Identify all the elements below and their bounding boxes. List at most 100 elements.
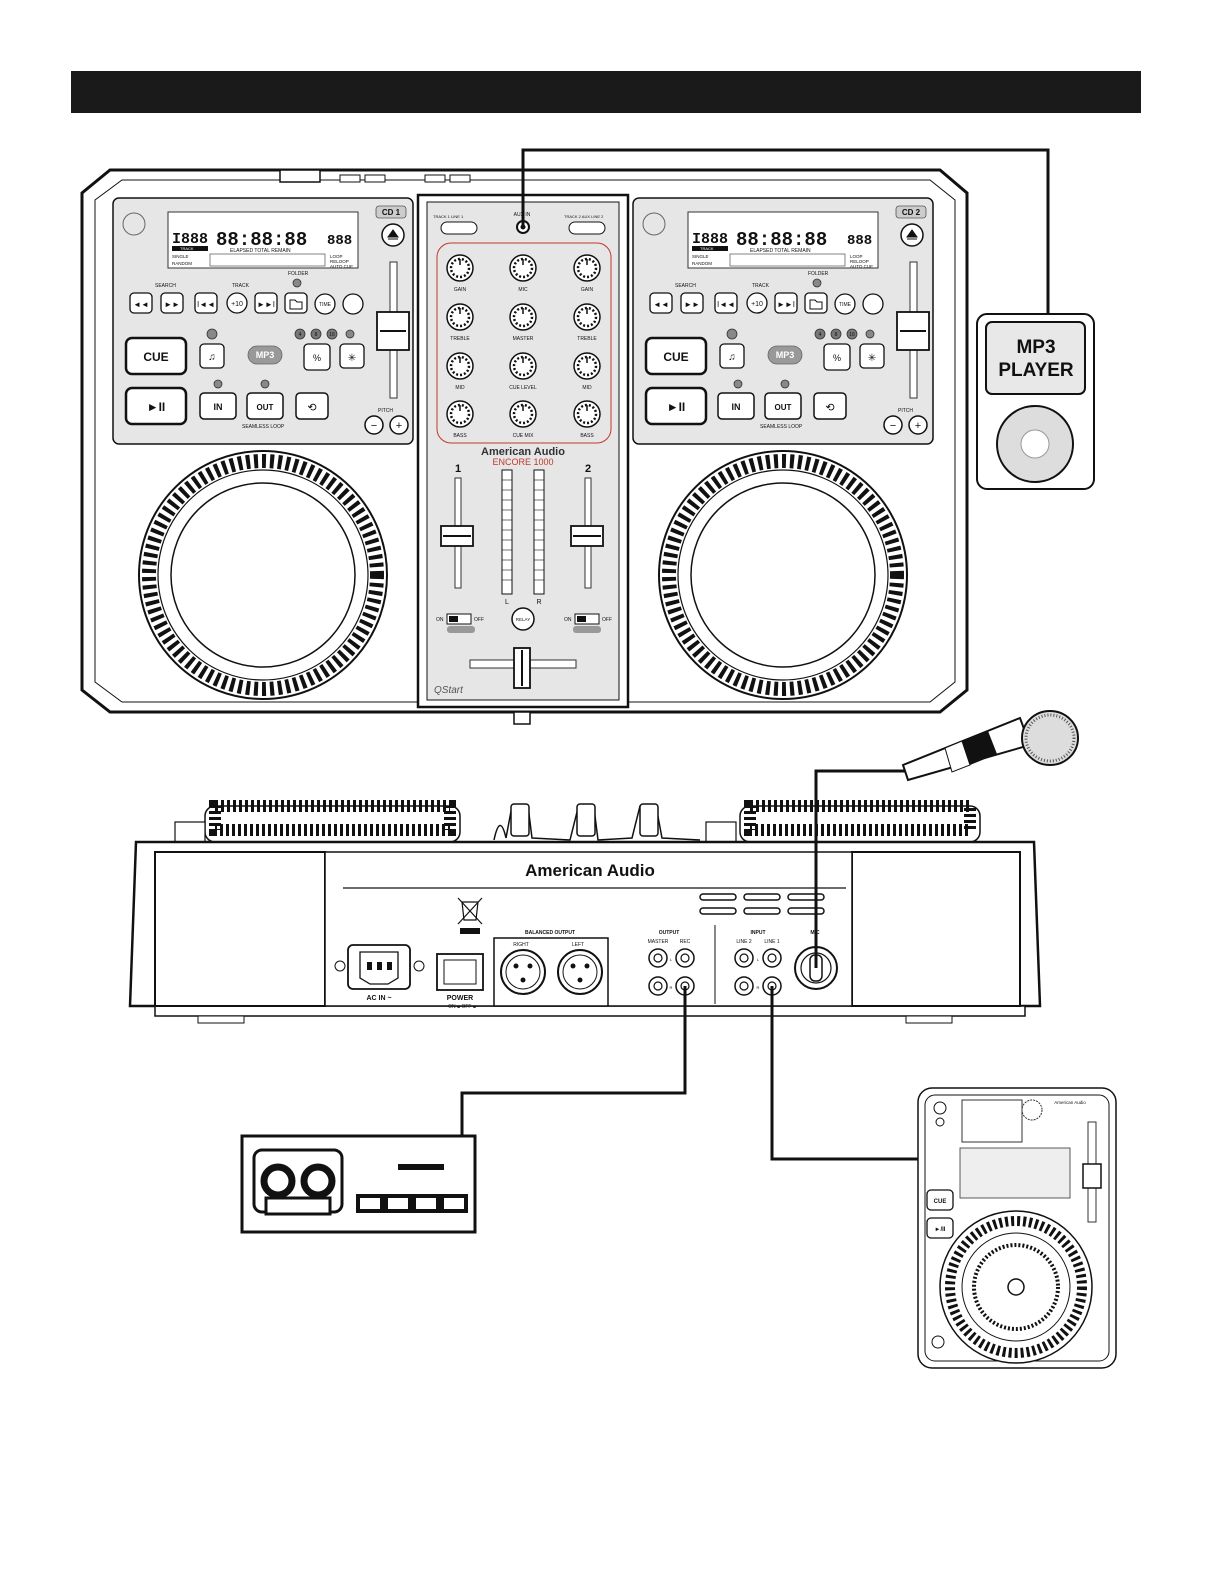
scratch-button[interactable]	[719, 343, 745, 369]
play-pause-button[interactable]	[644, 386, 708, 426]
single-continuous-button[interactable]	[342, 293, 364, 315]
time-button[interactable]	[834, 293, 856, 315]
input-left-switch[interactable]	[440, 221, 478, 235]
loop-out-button[interactable]	[246, 392, 284, 420]
mp3-badge	[767, 345, 803, 365]
plus10-button[interactable]	[746, 292, 768, 314]
mixer-knob-grip	[512, 355, 534, 377]
top-connector	[339, 174, 361, 183]
folder-button[interactable]	[284, 292, 308, 314]
recorder-button[interactable]	[356, 1194, 384, 1213]
cd-player-cue-button[interactable]	[926, 1189, 954, 1211]
master-label: MASTER	[648, 939, 669, 945]
track-next-button[interactable]	[254, 292, 278, 314]
lcd-elapsed-label: ELAPSED TOTAL REMAIN	[750, 248, 811, 254]
cue-button[interactable]	[124, 336, 188, 376]
pitch-minus-button[interactable]	[883, 415, 903, 435]
loop-out-button[interactable]	[764, 392, 802, 420]
input-right-switch[interactable]	[568, 221, 606, 235]
cd-player-jog-wheel[interactable]	[939, 1210, 1093, 1364]
section-header-bar	[71, 71, 1141, 113]
skip-forward-icon: ►►I	[257, 300, 275, 309]
input-l-label: L	[757, 957, 760, 962]
recorder-button[interactable]	[412, 1194, 440, 1213]
eject-icon	[387, 229, 399, 240]
search-forward-button[interactable]	[680, 292, 704, 314]
jog-wheel-1[interactable]	[138, 450, 388, 700]
track-prev-button[interactable]	[194, 292, 218, 314]
connection-cables	[460, 148, 1050, 1161]
folder-led	[812, 278, 822, 288]
reloop-button[interactable]	[295, 392, 329, 420]
scratch-button[interactable]	[199, 343, 225, 369]
top-connector	[449, 174, 471, 183]
microphone-icon	[901, 710, 1079, 782]
pitch-range-button[interactable]	[823, 343, 851, 371]
skip-forward-icon: ►►I	[777, 300, 795, 309]
cassette-recorder-device	[240, 1134, 477, 1234]
search-forward-button[interactable]	[160, 292, 184, 314]
top-connector	[364, 174, 386, 183]
pitch-minus-button[interactable]	[364, 415, 384, 435]
pitch-plus-button[interactable]	[389, 415, 409, 435]
seamless-loop-label: SEAMLESS LOOP	[760, 424, 803, 430]
recorder-button[interactable]	[384, 1194, 412, 1213]
loop-out-label: OUT	[775, 403, 792, 412]
deck-2-panel: I888 88:88:88 888 TRACK ELAPSED TOTAL RE…	[632, 197, 934, 445]
effect-led	[865, 329, 875, 339]
scratch-led	[726, 328, 738, 340]
mixer-knob-label: MASTER	[513, 336, 534, 342]
beat-16-led	[846, 328, 858, 340]
mixer-knob-label: GAIN	[581, 287, 594, 293]
loop-in-button[interactable]	[199, 392, 237, 420]
track-next-button[interactable]	[774, 292, 798, 314]
pitch-range-button[interactable]	[303, 343, 331, 371]
lcd-elapsed-label: ELAPSED TOTAL REMAIN	[230, 248, 291, 254]
recorder-button[interactable]	[440, 1194, 468, 1213]
in-led	[733, 379, 743, 389]
lcd-single-label: SINGLE	[692, 254, 709, 259]
effect-button[interactable]	[859, 343, 885, 369]
mixer-knob-label: MIC	[518, 287, 528, 293]
cable-mic-to-mic-input	[814, 769, 905, 968]
pitch-plus-button[interactable]	[908, 415, 928, 435]
track-prev-button[interactable]	[714, 292, 738, 314]
search-back-button[interactable]	[649, 292, 673, 314]
rewind-icon: ◄◄	[133, 300, 149, 309]
skip-back-icon: I◄◄	[717, 300, 735, 309]
power-states-label: ON ■ OFF ■	[448, 1004, 476, 1010]
mixer-knob-grip	[576, 403, 598, 425]
encore-top-unit: I888 88:88:88 888 TRACK ELAPSED TOTAL RE…	[80, 168, 969, 725]
input-label: INPUT	[751, 930, 766, 936]
time-button[interactable]	[314, 293, 336, 315]
folder-button[interactable]	[804, 292, 828, 314]
cd-player-brand: American Audio	[1054, 1100, 1086, 1105]
output-r-label: R	[670, 985, 673, 990]
q-start-1-switch[interactable]	[446, 613, 472, 625]
lcd-display	[687, 211, 879, 269]
single-continuous-button[interactable]	[862, 293, 884, 315]
mixer-brand: American Audio	[481, 446, 565, 458]
plus-icon: +	[396, 420, 402, 432]
cd-player-play-button[interactable]	[926, 1217, 954, 1239]
q-start-2-switch[interactable]	[574, 613, 600, 625]
jog-wheel-2[interactable]	[658, 450, 908, 700]
reloop-button[interactable]	[813, 392, 847, 420]
lcd-random-label: RANDOM	[172, 261, 192, 266]
mixer-knob-label: GAIN	[454, 287, 467, 293]
cd-player-pitch-knob[interactable]	[1082, 1163, 1102, 1189]
cue-button[interactable]	[644, 336, 708, 376]
plus10-label: +10	[751, 301, 763, 308]
q-start-2-on-label: ON	[564, 617, 572, 623]
beat-8-led	[830, 328, 842, 340]
time-label: TIME	[839, 302, 852, 308]
relay-button[interactable]	[511, 607, 535, 631]
plus10-button[interactable]	[226, 292, 248, 314]
beat-4-label: 4	[819, 332, 822, 338]
loop-in-button[interactable]	[717, 392, 755, 420]
play-pause-button[interactable]	[124, 386, 188, 426]
beat-8-label: 8	[835, 332, 838, 338]
search-back-button[interactable]	[129, 292, 153, 314]
input-r-label: R	[757, 985, 760, 990]
effect-button[interactable]	[339, 343, 365, 369]
